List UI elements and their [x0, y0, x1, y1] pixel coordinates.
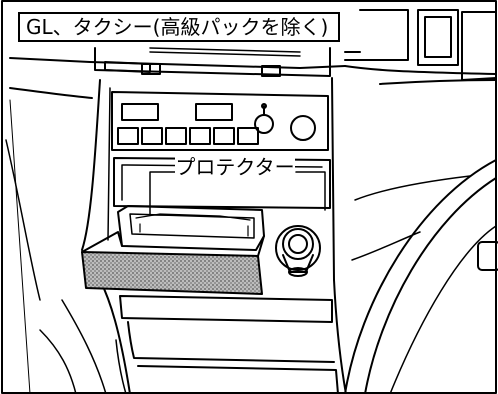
- cigarette-lighter: [275, 225, 321, 277]
- side-vent: [417, 9, 497, 81]
- ashtray-front-panel: [81, 251, 263, 295]
- center-vent: [94, 47, 331, 77]
- audio-panel: [111, 91, 329, 151]
- ashtray-tray: [117, 205, 265, 251]
- caption-box: GL、タクシー(高級パックを除く): [18, 12, 340, 42]
- protector-callout-label: プロテクター: [175, 154, 295, 180]
